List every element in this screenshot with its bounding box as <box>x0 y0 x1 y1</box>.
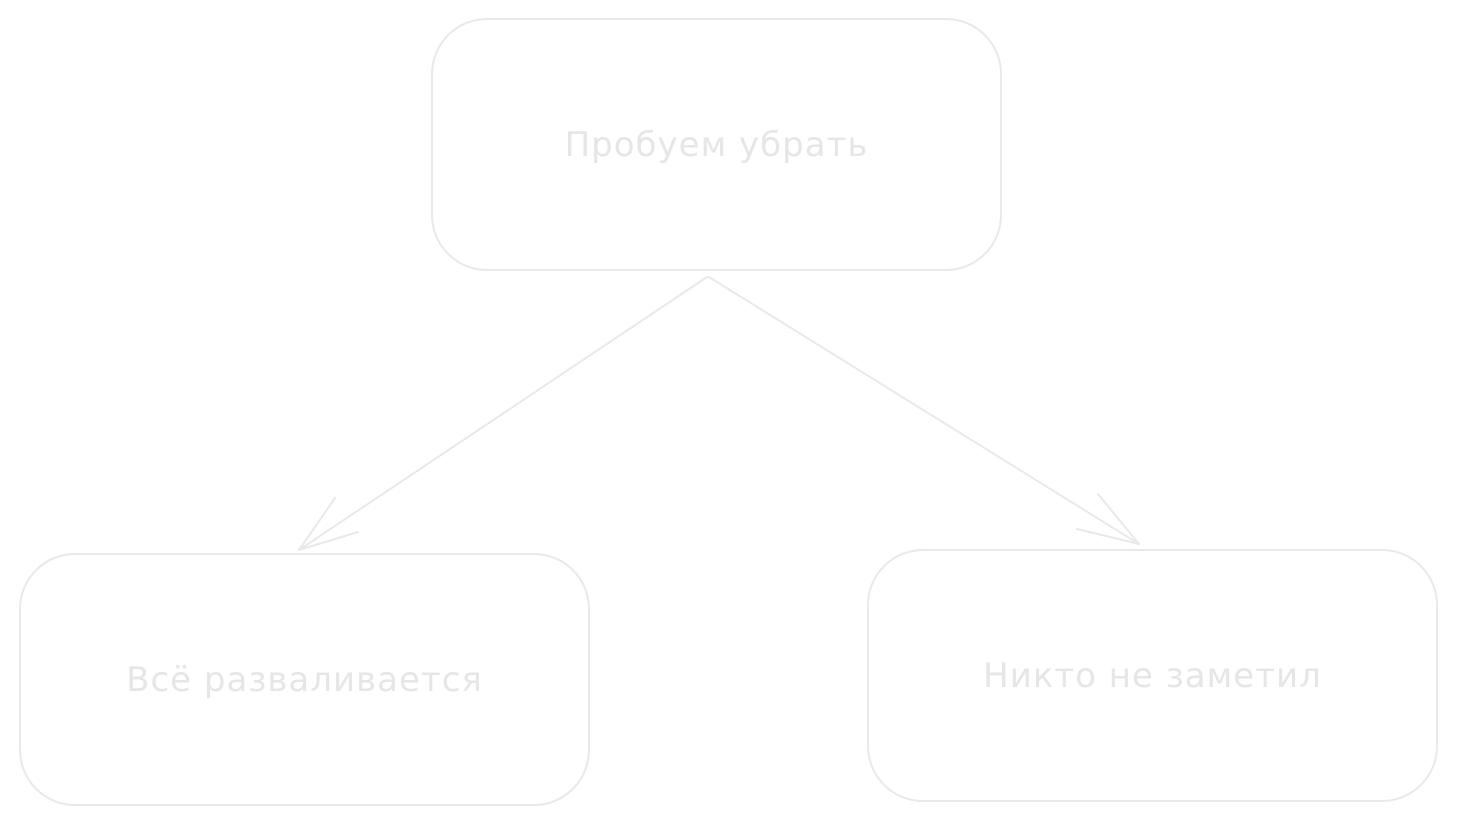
node-left[interactable]: Всё разваливается <box>19 553 590 806</box>
arrow-to-right <box>708 276 1140 545</box>
node-top-label: Пробуем убрать <box>564 124 869 165</box>
node-right[interactable]: Никто не заметил <box>867 549 1438 802</box>
node-top[interactable]: Пробуем убрать <box>431 18 1002 271</box>
node-right-label: Никто не заметил <box>983 655 1322 696</box>
node-left-label: Всё разваливается <box>126 659 483 700</box>
arrow-to-left <box>298 276 708 551</box>
